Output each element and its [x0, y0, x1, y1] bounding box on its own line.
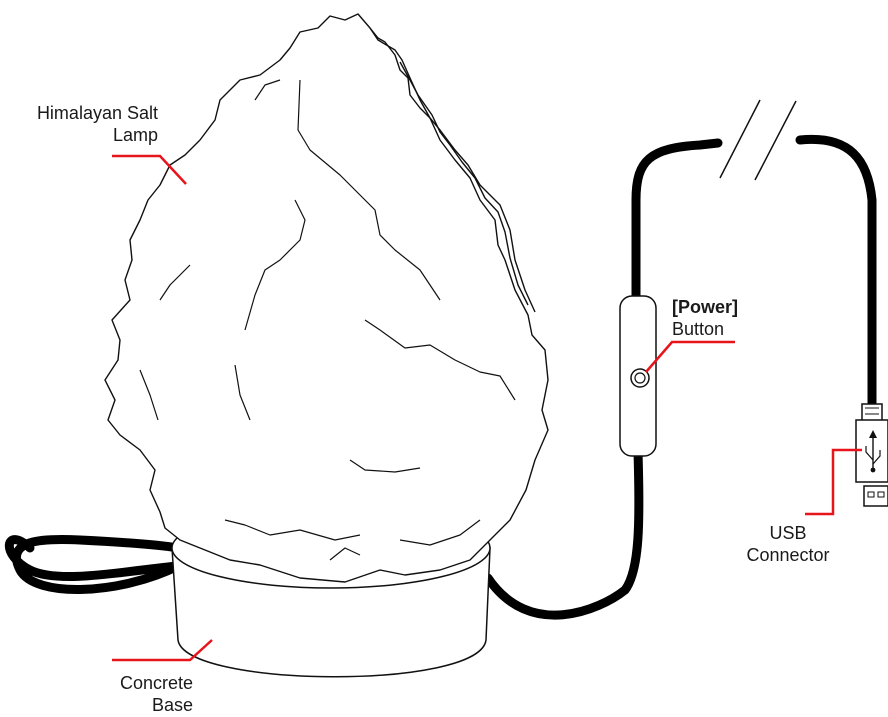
label-power-button: [Power] Button: [672, 296, 738, 340]
power-cable: [483, 134, 877, 620]
callout-salt-lamp: [112, 154, 187, 185]
label-usb-connector-line2: Connector: [746, 545, 830, 565]
label-concrete-base-line1: Concrete: [119, 673, 193, 693]
label-concrete-base: Concrete Base: [120, 672, 193, 716]
callout-concrete-base: [112, 639, 213, 662]
label-salt-lamp-line2: Lamp: [112, 125, 158, 145]
callout-usb-connector: [805, 448, 862, 516]
cable-loop: [4, 534, 183, 594]
callout-lines: [112, 154, 862, 662]
label-power-button-line2: Button: [672, 319, 725, 339]
label-concrete-base-line2: Base: [151, 695, 193, 715]
label-salt-lamp: Himalayan Salt Lamp: [37, 102, 158, 146]
callout-power-button: [645, 340, 735, 373]
label-power-button-line1: [Power]: [672, 297, 739, 317]
cable-break-marks: [719, 99, 797, 181]
label-usb-connector-line1: USB: [769, 523, 807, 543]
salt-rock: [104, 13, 549, 583]
label-salt-lamp-line1: Himalayan Salt: [36, 103, 158, 123]
power-button-icon: [630, 368, 650, 388]
usb-connector-icon: [855, 403, 888, 507]
label-usb-connector: USB Connector: [736, 522, 840, 566]
